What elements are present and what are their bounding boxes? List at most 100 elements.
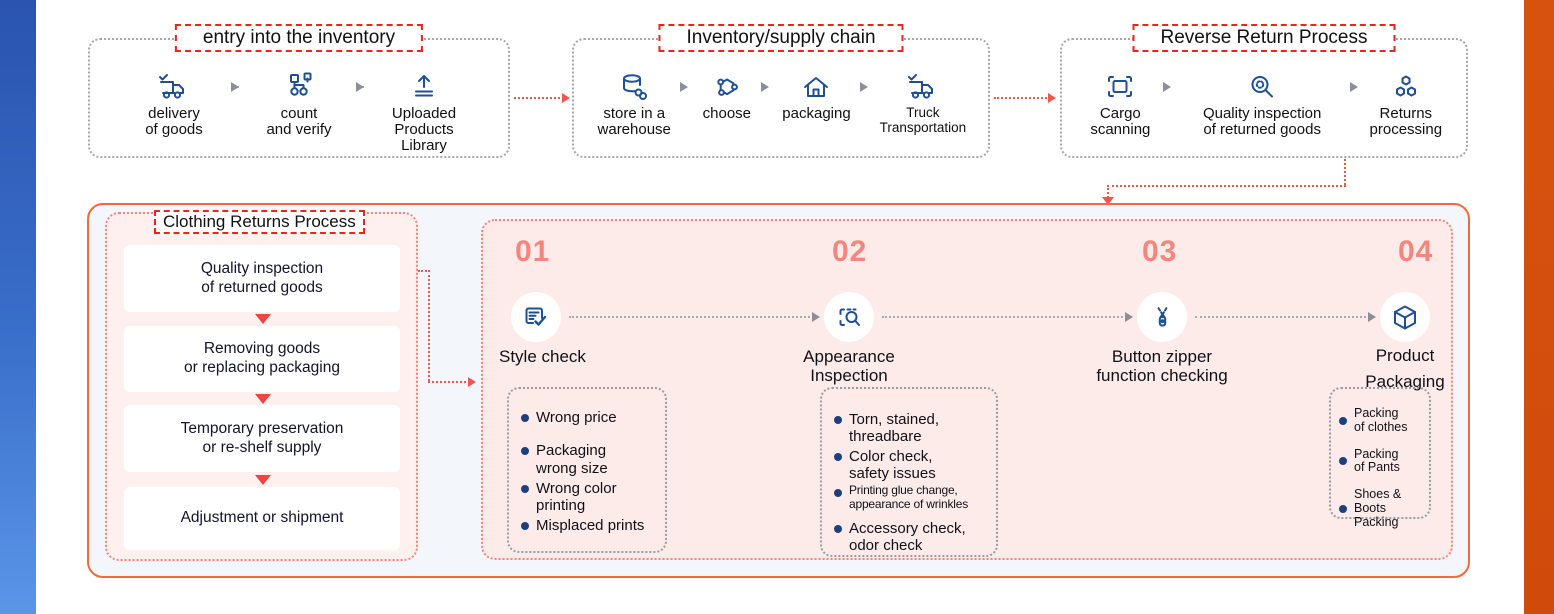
stage-label: Style check (499, 347, 586, 366)
bullet-item: Printing glue change, appearance of wrin… (849, 483, 969, 511)
bullet-dot (521, 522, 529, 531)
stage-label: Appearance Inspection (803, 347, 895, 386)
zipper-check-icon (1137, 292, 1187, 342)
clothing-returns-title: Clothing Returns Process (154, 210, 365, 234)
bullet-item: Misplaced prints (536, 517, 645, 535)
arrow-right-icon (514, 93, 570, 103)
step-uploaded-products-library: Uploaded Products Library (368, 70, 480, 156)
step-choose: choose (692, 70, 761, 156)
stage-number: 01 (515, 235, 551, 268)
arrow-right-icon (882, 312, 1133, 322)
arrow-right-icon (994, 93, 1056, 103)
stage-number: 02 (832, 235, 868, 268)
connector-segment (1344, 159, 1346, 185)
returns-step-removing-goods: Removing goods or replacing packaging (124, 326, 400, 392)
warehouse-storage-icon (618, 70, 650, 104)
upload-library-icon (408, 70, 440, 104)
inspection-stages-panel: 01 Style check Wrong price Packaging wro… (481, 219, 1453, 560)
bullet-dot (834, 524, 842, 533)
choose-icon (711, 70, 743, 104)
arrow-right-icon (569, 312, 820, 322)
arrow-right-icon (468, 377, 476, 387)
returns-processing-icon (1390, 70, 1422, 104)
returns-step-adjustment-shipment: Adjustment or shipment (124, 487, 400, 550)
cargo-scan-icon (1104, 70, 1136, 104)
process-title-entry-inventory: entry into the inventory (174, 24, 424, 52)
step-label: choose (702, 105, 752, 122)
step-truck-transportation: Truck Transportation (872, 70, 974, 156)
bullet-dot (521, 447, 529, 456)
step-quality-inspection: Quality inspection of returned goods (1175, 70, 1350, 156)
product-packaging-icon (1380, 292, 1430, 342)
quality-inspection-icon (1246, 70, 1278, 104)
arrow-right-icon (1195, 312, 1376, 322)
bullet-item: Packaging wrong size (536, 442, 608, 477)
step-store-in-warehouse: store in a warehouse (588, 70, 680, 156)
appearance-inspection-icon (824, 292, 874, 342)
bullet-dot (1339, 416, 1347, 425)
step-label: Returns processing (1369, 105, 1443, 139)
truck-transport-icon (905, 70, 941, 104)
stage-label: Button zipper function checking (1096, 347, 1228, 386)
bullet-dot (834, 416, 842, 424)
connector-segment (428, 381, 470, 383)
step-label: Truck Transportation (879, 105, 967, 135)
connector-segment (418, 270, 430, 272)
process-box-entry-inventory: entry into the inventory delivery of goo… (88, 24, 510, 158)
bullet-item: Shoes & Boots Packing (1354, 487, 1402, 529)
step-returns-processing: Returns processing (1362, 70, 1450, 156)
step-label: packaging (782, 105, 851, 122)
stage-label: Product Packaging (1365, 346, 1445, 392)
stage-1-bullet-list: Wrong price Packaging wrong size Wrong c… (507, 387, 667, 553)
step-label: store in a warehouse (597, 105, 671, 139)
arrow-right-icon (231, 82, 239, 92)
bullet-dot (1339, 457, 1347, 466)
returns-step-quality-inspection: Quality inspection of returned goods (124, 245, 400, 312)
style-check-icon (511, 292, 561, 342)
packaging-home-icon (800, 70, 832, 104)
step-cargo-scanning: Cargo scanning (1078, 70, 1163, 156)
bullet-item: Wrong price (536, 409, 617, 426)
bullet-item: Wrong color printing (536, 479, 617, 514)
bullet-item: Packing of Pants (1354, 446, 1400, 475)
returns-step-temporary-preservation: Temporary preservation or re-shelf suppl… (124, 405, 400, 472)
process-box-reverse-return: Reverse Return Process Cargo scanning (1060, 24, 1468, 158)
arrow-down-icon (1102, 197, 1114, 205)
process-title-reverse-return: Reverse Return Process (1132, 24, 1396, 52)
process-box-inventory-supply-chain: Inventory/supply chain store in a wareho… (572, 24, 990, 158)
arrow-down-icon (255, 394, 271, 404)
step-packaging: packaging (773, 70, 860, 156)
bullet-dot (521, 484, 529, 493)
step-count-and-verify: count and verify (243, 70, 355, 156)
arrow-down-icon (255, 314, 271, 324)
bullet-dot (834, 489, 842, 497)
right-accent-bar (1524, 0, 1554, 614)
step-delivery-of-goods: delivery of goods (118, 70, 230, 156)
stage-4-bullet-list: Packing of clothes Packing of Pants Shoe… (1329, 387, 1431, 528)
stage-number: 04 (1398, 235, 1434, 268)
step-label: Uploaded Products Library (391, 105, 457, 155)
bullet-item: Accessory check, odor check (849, 519, 966, 554)
connector-segment (428, 270, 430, 381)
delivery-truck-icon (156, 70, 192, 104)
left-accent-bar (0, 0, 36, 614)
process-title-inventory-supply-chain: Inventory/supply chain (658, 24, 904, 52)
step-label: Cargo scanning (1090, 105, 1151, 139)
arrow-right-icon (356, 82, 364, 92)
bullet-item: Packing of clothes (1354, 406, 1408, 434)
bullet-dot (521, 414, 529, 422)
clothing-returns-panel: Clothing Returns Process Quality inspect… (105, 210, 418, 561)
count-verify-icon (283, 70, 315, 104)
connector-segment (1107, 185, 1109, 198)
bullet-dot (834, 452, 842, 461)
step-label: count and verify (266, 105, 332, 139)
arrow-down-icon (255, 475, 271, 485)
step-label: Quality inspection of returned goods (1202, 105, 1322, 139)
stage-2-bullet-list: Torn, stained, threadbare Color check, s… (820, 387, 998, 557)
step-label: delivery of goods (145, 105, 203, 139)
bullet-item: Torn, stained, threadbare (849, 411, 940, 446)
bullet-dot (1339, 504, 1347, 513)
connector-segment (1107, 185, 1346, 187)
stage-number: 03 (1142, 235, 1178, 268)
